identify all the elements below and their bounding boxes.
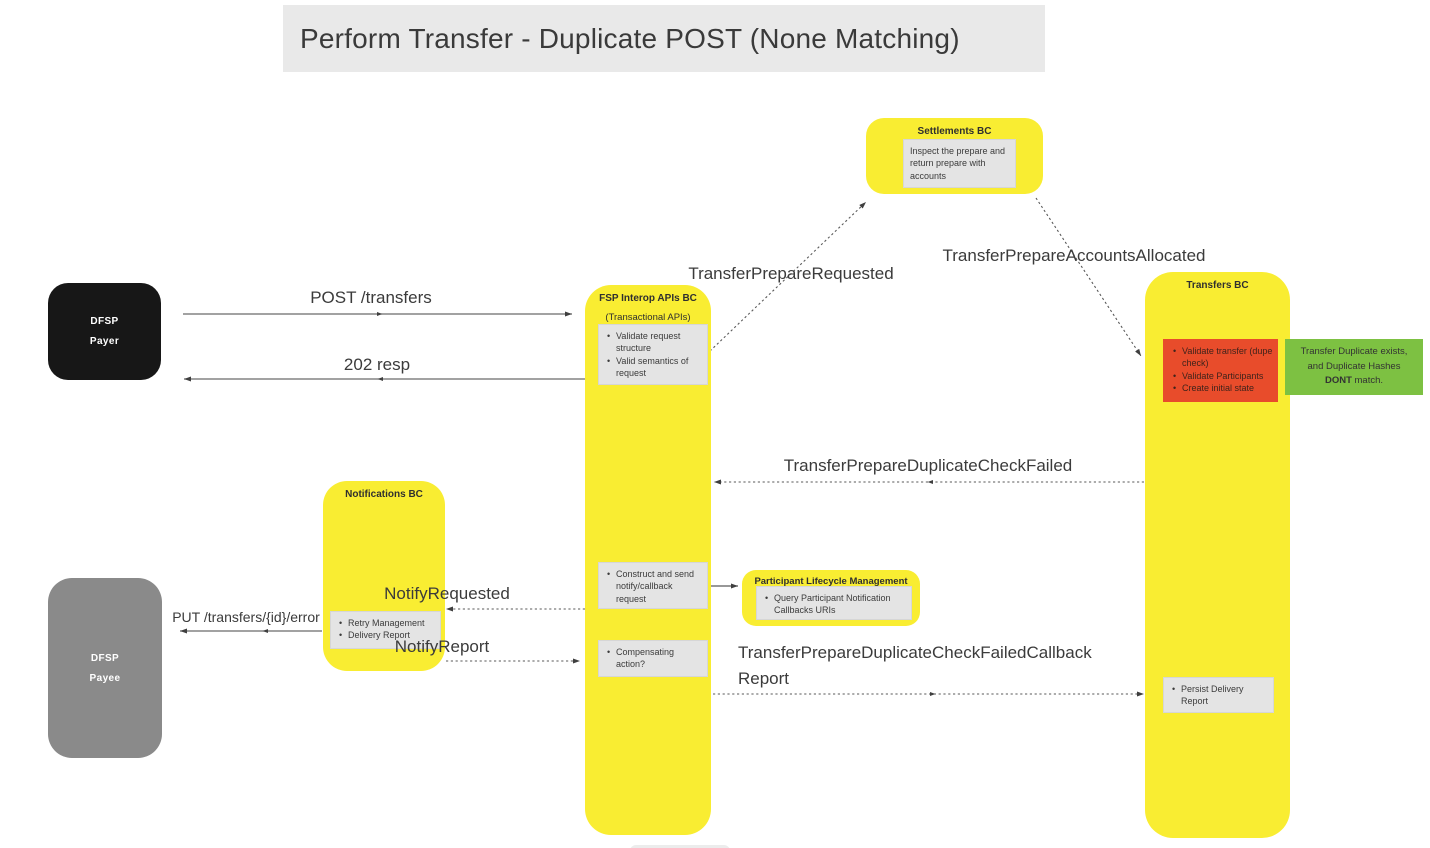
bullet-item: Persist Delivery Report (1170, 683, 1269, 708)
label-put-transfers-error: PUT /transfers/{id}/error (172, 609, 320, 625)
fsp-compensating-action-list: Compensating action? (605, 646, 703, 671)
label-notify-requested: NotifyRequested (384, 584, 510, 603)
label-callback-report-line2: Report (738, 669, 790, 688)
title-banner: Perform Transfer - Duplicate POST (None … (283, 5, 1045, 72)
fsp-validate-request-box[interactable]: Validate request structureValid semantic… (598, 324, 708, 385)
fsp-interop-title: FSP Interop APIs BC (599, 293, 697, 304)
bullet-item: Create initial state (1171, 382, 1276, 395)
settlements-note-text: Inspect the prepare and return prepare w… (910, 146, 1006, 181)
fsp-construct-notify-list: Construct and send notify/callback reque… (605, 568, 703, 605)
dfsp-payer-label-1: DFSP (90, 316, 119, 327)
transfers-validate-box[interactable]: Validate transfer (dupe check)Validate P… (1163, 339, 1278, 402)
fsp-construct-notify-box[interactable]: Construct and send notify/callback reque… (598, 562, 708, 609)
plm-query-list: Query Participant Notification Callbacks… (763, 592, 907, 617)
bullet-item: Compensating action? (605, 646, 703, 671)
page-title: Perform Transfer - Duplicate POST (None … (300, 22, 960, 54)
label-transfer-prepare-requested: TransferPrepareRequested (688, 264, 894, 283)
notifications-title: Notifications BC (345, 489, 423, 500)
label-202-resp: 202 resp (343, 355, 411, 374)
node-dfsp-payee[interactable]: DFSP Payee (48, 578, 162, 758)
fsp-validate-request-list: Validate request structureValid semantic… (605, 330, 703, 380)
notifications-items-box[interactable]: Retry ManagementDelivery Report (330, 611, 441, 649)
label-notify-report: NotifyReport (394, 637, 490, 656)
duplicate-note-line3: DONT match. (1325, 374, 1383, 389)
fsp-compensating-action-box[interactable]: Compensating action? (598, 640, 708, 677)
dfsp-payee-label-1: DFSP (90, 652, 120, 664)
node-dfsp-payer[interactable]: DFSP Payer (48, 283, 161, 380)
transfers-persist-list: Persist Delivery Report (1170, 683, 1269, 708)
duplicate-note-line2: and Duplicate Hashes (1307, 360, 1401, 372)
dfsp-payer-label-2: Payer (89, 336, 120, 347)
plm-title: Participant Lifecycle Management (754, 576, 908, 587)
duplicate-note-rest: match. (1351, 375, 1384, 387)
bullet-item: Retry Management (337, 617, 436, 630)
arrow-transfer-prepare-accounts-allocated (1035, 197, 1142, 357)
transfers-validate-list: Validate transfer (dupe check)Validate P… (1171, 345, 1276, 395)
bullet-item: Query Participant Notification Callbacks… (763, 592, 907, 617)
bullet-item: Validate transfer (dupe check) (1171, 345, 1276, 370)
bullet-item: Construct and send notify/callback reque… (605, 568, 703, 605)
bullet-item: Validate request structure (605, 330, 703, 355)
settlements-note-box[interactable]: Inspect the prepare and return prepare w… (903, 139, 1016, 188)
cutoff-box (630, 845, 730, 848)
bullet-item: Valid semantics of request (605, 355, 703, 380)
bullet-item: Delivery Report (337, 629, 436, 642)
duplicate-note-bold: DONT (1324, 375, 1352, 387)
dfsp-payee-label-2: Payee (89, 672, 121, 684)
settlements-title: Settlements BC (917, 126, 992, 137)
label-callback-report-line1: TransferPrepareDuplicateCheckFailedCallb… (738, 643, 1092, 662)
transfers-title: Transfers BC (1186, 280, 1249, 291)
duplicate-hashes-note[interactable]: Transfer Duplicate exists, and Duplicate… (1285, 339, 1423, 395)
duplicate-note-line1: Transfer Duplicate exists, (1300, 345, 1408, 357)
bullet-item: Validate Participants (1171, 370, 1276, 383)
transfers-persist-box[interactable]: Persist Delivery Report (1163, 677, 1274, 713)
label-callback-report: TransferPrepareDuplicateCheckFailedCallb… (738, 640, 1092, 692)
label-post-transfers: POST /transfers (310, 288, 432, 307)
plm-query-box[interactable]: Query Participant Notification Callbacks… (756, 586, 912, 620)
fsp-interop-subtitle: (Transactional APIs) (605, 312, 691, 323)
label-transfer-prepare-accounts-allocated: TransferPrepareAccountsAllocated (942, 246, 1206, 265)
label-transfer-prepare-duplicate-check-failed: TransferPrepareDuplicateCheckFailed (783, 456, 1073, 475)
notifications-items-list: Retry ManagementDelivery Report (337, 617, 436, 642)
